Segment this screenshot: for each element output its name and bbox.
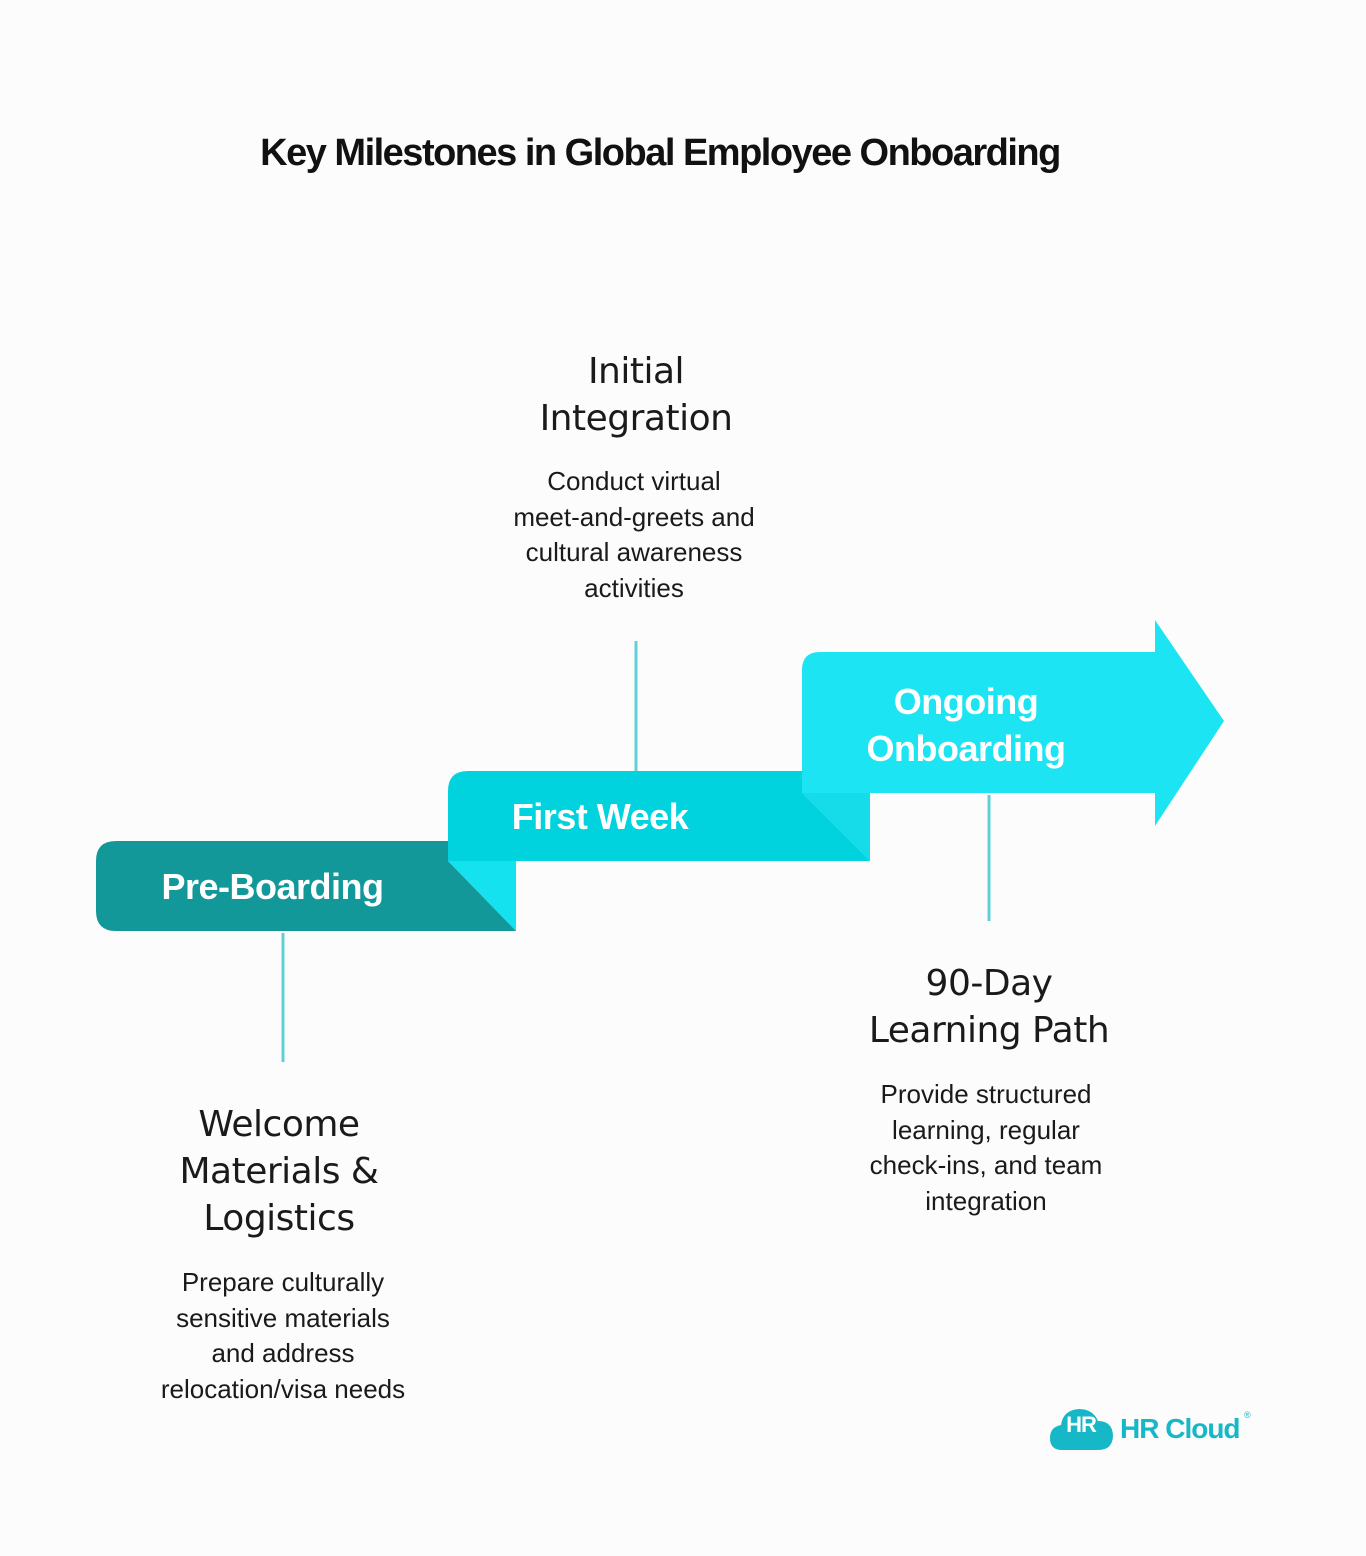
ongoing-onboarding-arrow	[802, 620, 1224, 826]
page-title: Key Milestones in Global Employee Onboar…	[260, 132, 1061, 174]
heading-initial-integration: Initial Integration	[539, 351, 733, 439]
logo-registered-mark: ®	[1244, 1410, 1251, 1420]
hr-cloud-logo: HR HR Cloud ®	[1048, 1404, 1278, 1454]
logo-name: HR Cloud	[1120, 1413, 1241, 1444]
first-week-step	[448, 771, 870, 861]
step-label-first-week: First Week	[511, 796, 689, 837]
step-label-pre-boarding: Pre-Boarding	[161, 866, 384, 907]
step-label-ongoing-line-1: Ongoing	[893, 681, 1039, 722]
cloud-icon	[1050, 1409, 1113, 1450]
logo-badge-text: HR	[1066, 1412, 1097, 1437]
description-welcome-materials: Prepare culturally sensitive materials a…	[160, 1267, 406, 1404]
step-label-ongoing-line-2: Onboarding	[866, 728, 1066, 769]
heading-learning-path: 90-Day Learning Path	[868, 963, 1110, 1051]
step-label-ongoing-onboarding: Ongoing Onboarding	[816, 678, 1116, 772]
description-learning-path: Provide structured learning, regular che…	[869, 1079, 1103, 1216]
pre-boarding-step	[96, 841, 516, 931]
description-initial-integration: Conduct virtual meet-and-greets and cult…	[513, 466, 755, 603]
heading-welcome-materials: Welcome Materials & Logistics	[179, 1104, 379, 1239]
